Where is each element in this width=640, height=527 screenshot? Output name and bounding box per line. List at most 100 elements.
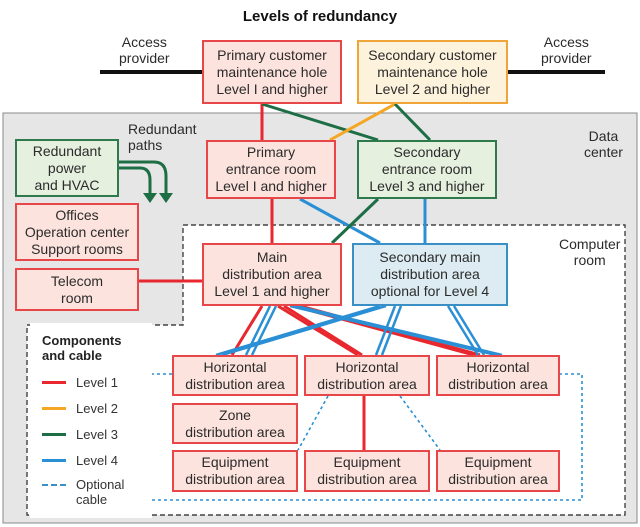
box-line: maintenance hole <box>377 63 488 80</box>
link-level4 <box>374 305 397 356</box>
access-provider-left-line1: Access <box>121 34 167 50</box>
box-line: Level 3 and higher <box>369 178 485 194</box>
equipment-distribution-area-right: Equipment distribution area <box>436 450 560 492</box>
legend-label: Level 1 <box>76 375 118 390</box>
legend-item-level2: Level 2 <box>42 401 118 416</box>
redundant-paths-label: Redundant paths <box>128 121 197 153</box>
box-line: Level I and higher <box>216 80 328 97</box>
box-line: distribution area <box>185 423 285 440</box>
horizontal-distribution-area-left: Horizontal distribution area <box>172 355 298 396</box>
box-line: Level 2 and higher <box>374 80 491 97</box>
link-level4 <box>221 304 387 357</box>
box-line: Redundant <box>32 142 102 159</box>
box-line: Telecom <box>50 272 104 289</box>
box-line: Operation center <box>24 223 130 240</box>
secondary-main-distribution-area: Secondary main distribution area optiona… <box>352 243 508 306</box>
box-line: Secondary main <box>379 249 481 265</box>
box-line: Horizontal <box>203 358 267 375</box>
link-level4 <box>295 304 503 357</box>
access-provider-right: Access provider <box>541 34 592 66</box>
box-line: Level 1 and higher <box>214 283 330 299</box>
redundant-paths-line2: paths <box>128 137 163 153</box>
access-provider-right-line2: provider <box>541 50 592 66</box>
legend-item-level3: Level 3 <box>42 427 118 442</box>
redundant-path-arrow <box>118 166 152 196</box>
box-line: Zone <box>219 406 251 423</box>
link-level4 <box>299 197 381 245</box>
secondary-entrance-room: Secondary entrance room Level 3 and high… <box>357 140 497 199</box>
legend-label: Level 3 <box>76 427 118 442</box>
box-line: distribution area <box>448 375 548 392</box>
legend: Components and cable Level 1 Level 2 Lev… <box>30 323 152 518</box>
redundant-paths-line1: Redundant <box>128 121 197 137</box>
link-level2 <box>329 102 396 142</box>
horizontal-distribution-area-right: Horizontal distribution area <box>436 355 560 396</box>
legend-item-optional: Optional cable <box>42 477 124 507</box>
legend-swatch <box>42 433 66 436</box>
legend-optional-line2: cable <box>76 492 108 507</box>
legend-dash-swatch <box>42 484 66 486</box>
access-provider-left: Access provider <box>119 34 170 66</box>
box-line: Equipment <box>201 454 269 470</box>
box-line: Main <box>256 249 288 265</box>
legend-swatch <box>42 459 66 462</box>
data-center-label-line2: center <box>584 144 623 160</box>
optional-cable <box>297 395 329 451</box>
redundant-power-hvac: Redundant power and HVAC <box>15 139 119 197</box>
box-line: distribution area <box>380 266 480 282</box>
box-line: distribution area <box>222 266 322 282</box>
main-distribution-area: Main distribution area Level 1 and highe… <box>202 243 342 306</box>
box-line: distribution area <box>185 375 285 392</box>
link-level1 <box>283 304 363 357</box>
computer-room-label-line2: room <box>573 252 606 268</box>
legend-item-level1: Level 1 <box>42 375 118 390</box>
box-line: distribution area <box>185 471 285 487</box>
box-line: maintenance hole <box>216 63 328 80</box>
link-level1 <box>277 304 359 357</box>
link-level4 <box>250 305 278 356</box>
optional-cable-loop <box>149 373 583 501</box>
access-provider-right-line1: Access <box>543 34 589 50</box>
computer-room-label: Computer room <box>559 236 620 268</box>
link-level1 <box>230 305 264 356</box>
box-line: room <box>61 289 93 306</box>
diagram-title: Levels of redundancy <box>242 8 398 25</box>
box-line: Primary <box>246 144 296 160</box>
box-line: Secondary customer <box>368 46 497 63</box>
data-center-label-line1: Data <box>588 128 619 144</box>
legend-heading-line2: and cable <box>42 348 102 363</box>
box-line: entrance room <box>225 161 317 177</box>
primary-maintenance-hole: Primary customer maintenance hole Level … <box>202 40 342 104</box>
secondary-maintenance-hole: Secondary customer maintenance hole Leve… <box>357 40 508 104</box>
zone-distribution-area: Zone distribution area <box>172 403 298 444</box>
box-line: Equipment <box>464 454 532 470</box>
arrowhead <box>143 193 157 203</box>
offices-box: Offices Operation center Support rooms <box>15 203 139 261</box>
box-line: Secondary <box>393 144 461 160</box>
box-line: Primary customer <box>217 46 327 63</box>
arrowhead <box>159 193 173 203</box>
link-level3 <box>261 102 379 142</box>
box-line: Level I and higher <box>215 178 327 194</box>
link-level4 <box>452 305 486 356</box>
legend-swatch <box>42 381 66 384</box>
legend-heading: Components and cable <box>42 333 121 363</box>
redundant-path-arrow <box>118 160 168 196</box>
box-line: distribution area <box>317 471 417 487</box>
box-line: optional for Level 4 <box>370 283 490 299</box>
box-line: Equipment <box>333 454 401 470</box>
legend-label: Level 2 <box>76 401 118 416</box>
legend-heading-line1: Components <box>42 333 122 348</box>
primary-entrance-room: Primary entrance room Level I and higher <box>206 140 336 199</box>
legend-optional-line1: Optional <box>76 477 125 492</box>
equipment-distribution-area-left: Equipment distribution area <box>172 450 298 492</box>
legend-item-level4: Level 4 <box>42 453 118 468</box>
link-level3 <box>393 102 432 142</box>
access-provider-left-line2: provider <box>119 50 170 66</box>
box-line: Horizontal <box>466 358 530 375</box>
legend-label: Level 4 <box>76 453 118 468</box>
link-level3 <box>330 197 380 245</box>
box-line: Offices <box>55 206 99 223</box>
box-line: and HVAC <box>34 176 100 193</box>
